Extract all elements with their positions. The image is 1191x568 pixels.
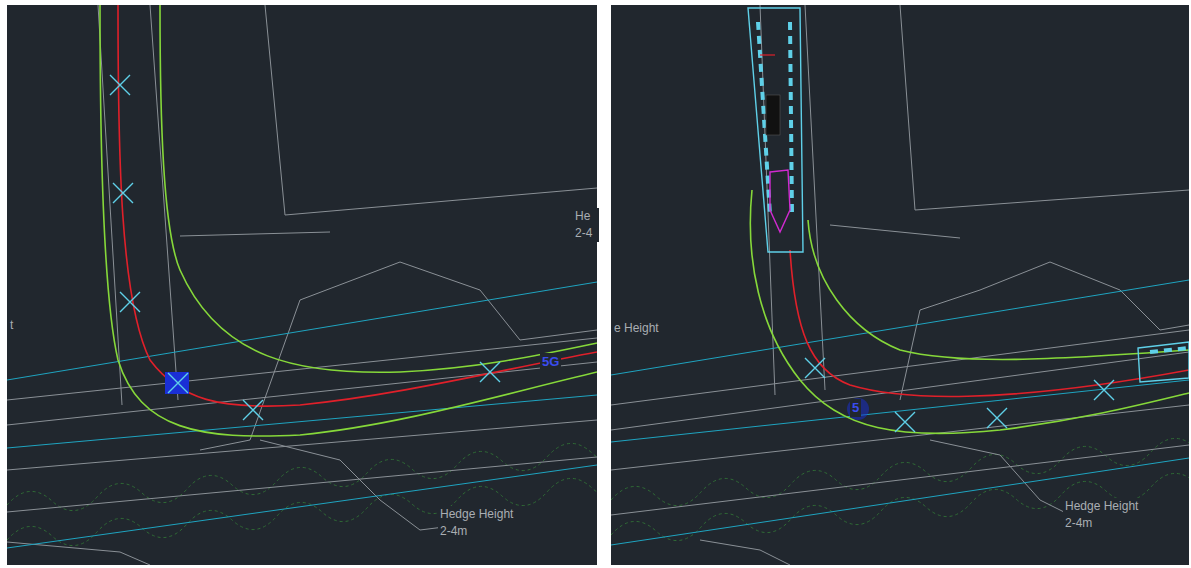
- cross-marker: [243, 400, 263, 420]
- hedge-symbol: [611, 438, 1189, 540]
- left-panel: [7, 5, 597, 565]
- annotation-label: t: [8, 317, 15, 334]
- panel-ground: [7, 5, 597, 565]
- road-edge: [900, 5, 1189, 210]
- road-edge: [830, 225, 960, 238]
- road-edge: [7, 5, 597, 565]
- road-edge: [611, 5, 1189, 565]
- cross-marker: [805, 358, 825, 378]
- vehicle: [1150, 348, 1189, 352]
- cross-marker: [113, 183, 133, 203]
- kerb-line: [7, 395, 597, 448]
- cross-marker: [110, 75, 130, 95]
- hedge-symbol: [7, 443, 597, 545]
- cross-marker: [987, 408, 1007, 428]
- wheel-path: [790, 250, 1189, 396]
- road-edge: [150, 5, 178, 400]
- road-edge: [900, 262, 1189, 400]
- road-edge: [7, 420, 597, 470]
- marker-circle: [847, 398, 869, 420]
- road-edge: [180, 232, 330, 236]
- marker-square: [165, 372, 189, 394]
- annotation-label: Hedge Height 2-4m: [438, 506, 526, 540]
- cross-marker: [168, 373, 188, 393]
- vehicle: [770, 170, 790, 232]
- kerb-line: [611, 380, 1189, 442]
- vehicle: [760, 54, 775, 55]
- right-panel: [611, 5, 1189, 565]
- annotation-label: He 2-4: [573, 208, 599, 242]
- swept-path-envelope: [750, 190, 1189, 433]
- vehicle: [748, 8, 803, 252]
- vehicle: [748, 8, 803, 252]
- road-edge: [265, 5, 597, 215]
- annotation-label: e Height: [612, 320, 661, 337]
- kerb-line: [7, 465, 597, 548]
- kerb-line: [611, 458, 1189, 545]
- cross-marker: [1094, 380, 1114, 400]
- road-edge: [611, 352, 1189, 430]
- annotation-label: Hedge Height 2-4m: [1063, 498, 1151, 532]
- vehicle: [766, 95, 780, 135]
- vehicle: [758, 22, 792, 215]
- cross-marker: [805, 358, 1114, 432]
- road-edge: [700, 540, 790, 565]
- road-edge: [200, 262, 597, 450]
- cross-marker: [480, 362, 500, 382]
- panel-ground: [611, 5, 1189, 565]
- wheel-path: [118, 5, 597, 406]
- kerb-line: [611, 280, 1189, 375]
- cross-marker: [120, 292, 140, 312]
- callout-number: 5G: [540, 353, 561, 371]
- swept-path-envelope: [100, 5, 597, 436]
- swept-path-envelope: [808, 220, 1189, 359]
- vehicle: [1138, 342, 1189, 382]
- cross-marker: [895, 412, 915, 432]
- kerb-line: [7, 282, 597, 548]
- cross-marker: [110, 75, 500, 420]
- road-edge: [805, 5, 825, 390]
- road-edge: [611, 405, 1189, 470]
- road-edge: [7, 457, 597, 512]
- road-edge: [930, 440, 1080, 520]
- swept-path-envelope: [750, 190, 1189, 433]
- swept-path-envelope: [160, 5, 597, 372]
- hedge-symbol: [611, 438, 1189, 505]
- swept-path-envelope: [100, 5, 597, 436]
- hedge-symbol: [611, 473, 1189, 540]
- vehicle: [1138, 342, 1189, 382]
- callout-number: 5: [850, 399, 861, 417]
